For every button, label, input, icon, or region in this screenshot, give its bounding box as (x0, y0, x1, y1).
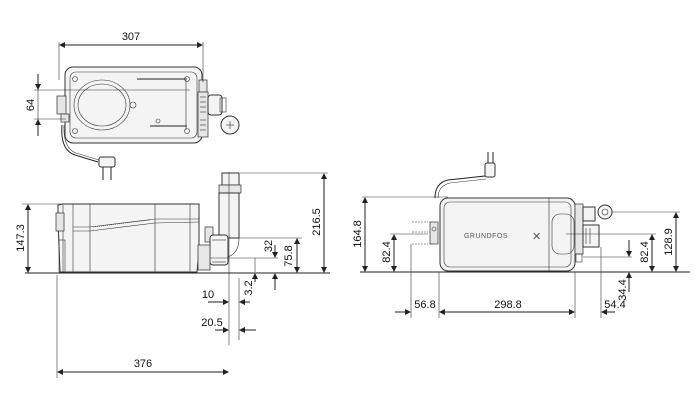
outlet-port-front (597, 204, 613, 220)
dim-64: 64 (25, 99, 37, 111)
dim-82-4-left: 82.4 (381, 241, 393, 262)
dim-298-8: 298.8 (494, 299, 522, 311)
dim-164-8: 164.8 (352, 220, 364, 248)
power-plug-icon-front (484, 162, 496, 178)
dim-75-8: 75.8 (283, 245, 295, 266)
dim-128-9: 128.9 (663, 228, 675, 256)
dim-376: 376 (134, 358, 152, 370)
grundfos-x-icon: ✕ (532, 231, 541, 243)
dim-10: 10 (202, 289, 214, 301)
dim-82-4-right: 82.4 (639, 241, 651, 262)
dim-32: 32 (263, 240, 275, 252)
power-cable (61, 124, 99, 163)
dim-54-4: 54.4 (604, 299, 625, 311)
power-cable-front (434, 175, 486, 199)
dim-56-8: 56.8 (414, 299, 435, 311)
power-plug-icon (98, 156, 116, 168)
dim-216-5: 216.5 (311, 208, 323, 236)
side-view: 147.3 216.5 75.8 32 3.2 10 20.5 376 (15, 172, 330, 378)
dim-34-4: 34.4 (617, 279, 629, 300)
dim-3-2: 3.2 (243, 280, 255, 295)
dim-147-3: 147.3 (15, 224, 27, 252)
inlet-coupling (209, 234, 229, 266)
front-view: GRUNDFOS ✕ 164.8 82.4 82.4 (352, 152, 690, 318)
pump-body-side (57, 203, 200, 273)
dim-307: 307 (122, 31, 140, 43)
top-view: 307 64 (25, 31, 240, 180)
pump-body-top (64, 66, 203, 144)
brand-logo: GRUNDFOS (464, 233, 508, 240)
outlet-coupling (197, 91, 209, 138)
dim-20-5: 20.5 (201, 317, 222, 329)
outlet-pipe-coupling (218, 184, 242, 194)
